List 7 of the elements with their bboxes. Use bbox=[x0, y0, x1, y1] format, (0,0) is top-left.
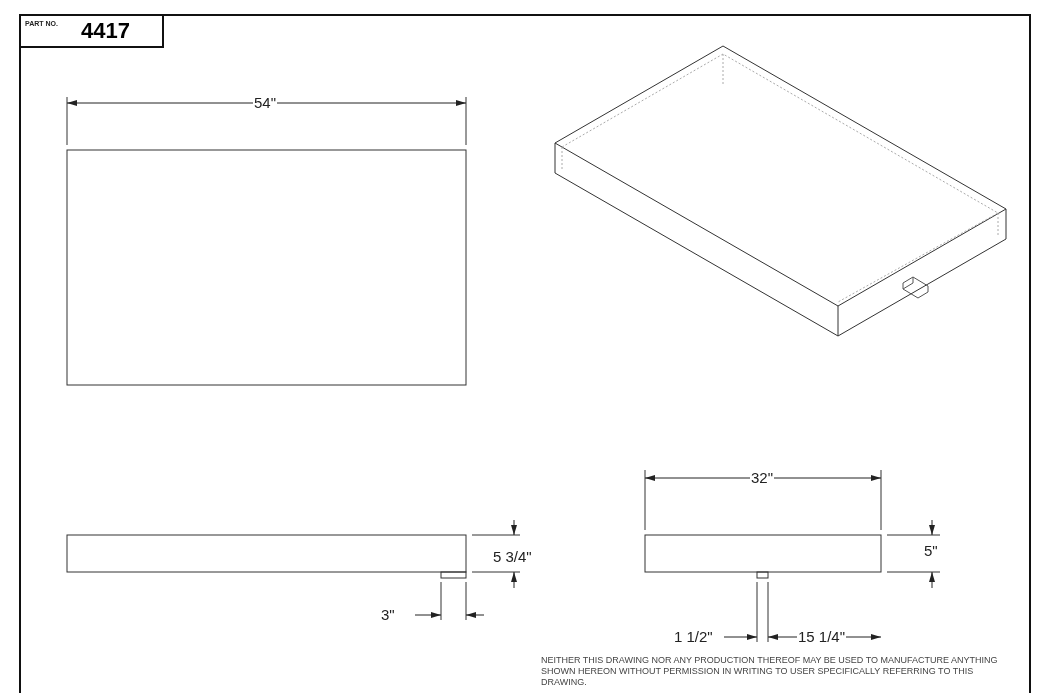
dimension-label: 5 3/4" bbox=[492, 549, 533, 565]
dimension-label: 3" bbox=[380, 607, 396, 623]
dimension-label: 54" bbox=[253, 95, 277, 111]
dimension-label: 15 1/4" bbox=[797, 629, 847, 645]
dimension-label: 32" bbox=[750, 470, 774, 486]
dimension-label: 1 1/2" bbox=[673, 629, 714, 645]
dimension-label: 5" bbox=[923, 543, 939, 559]
